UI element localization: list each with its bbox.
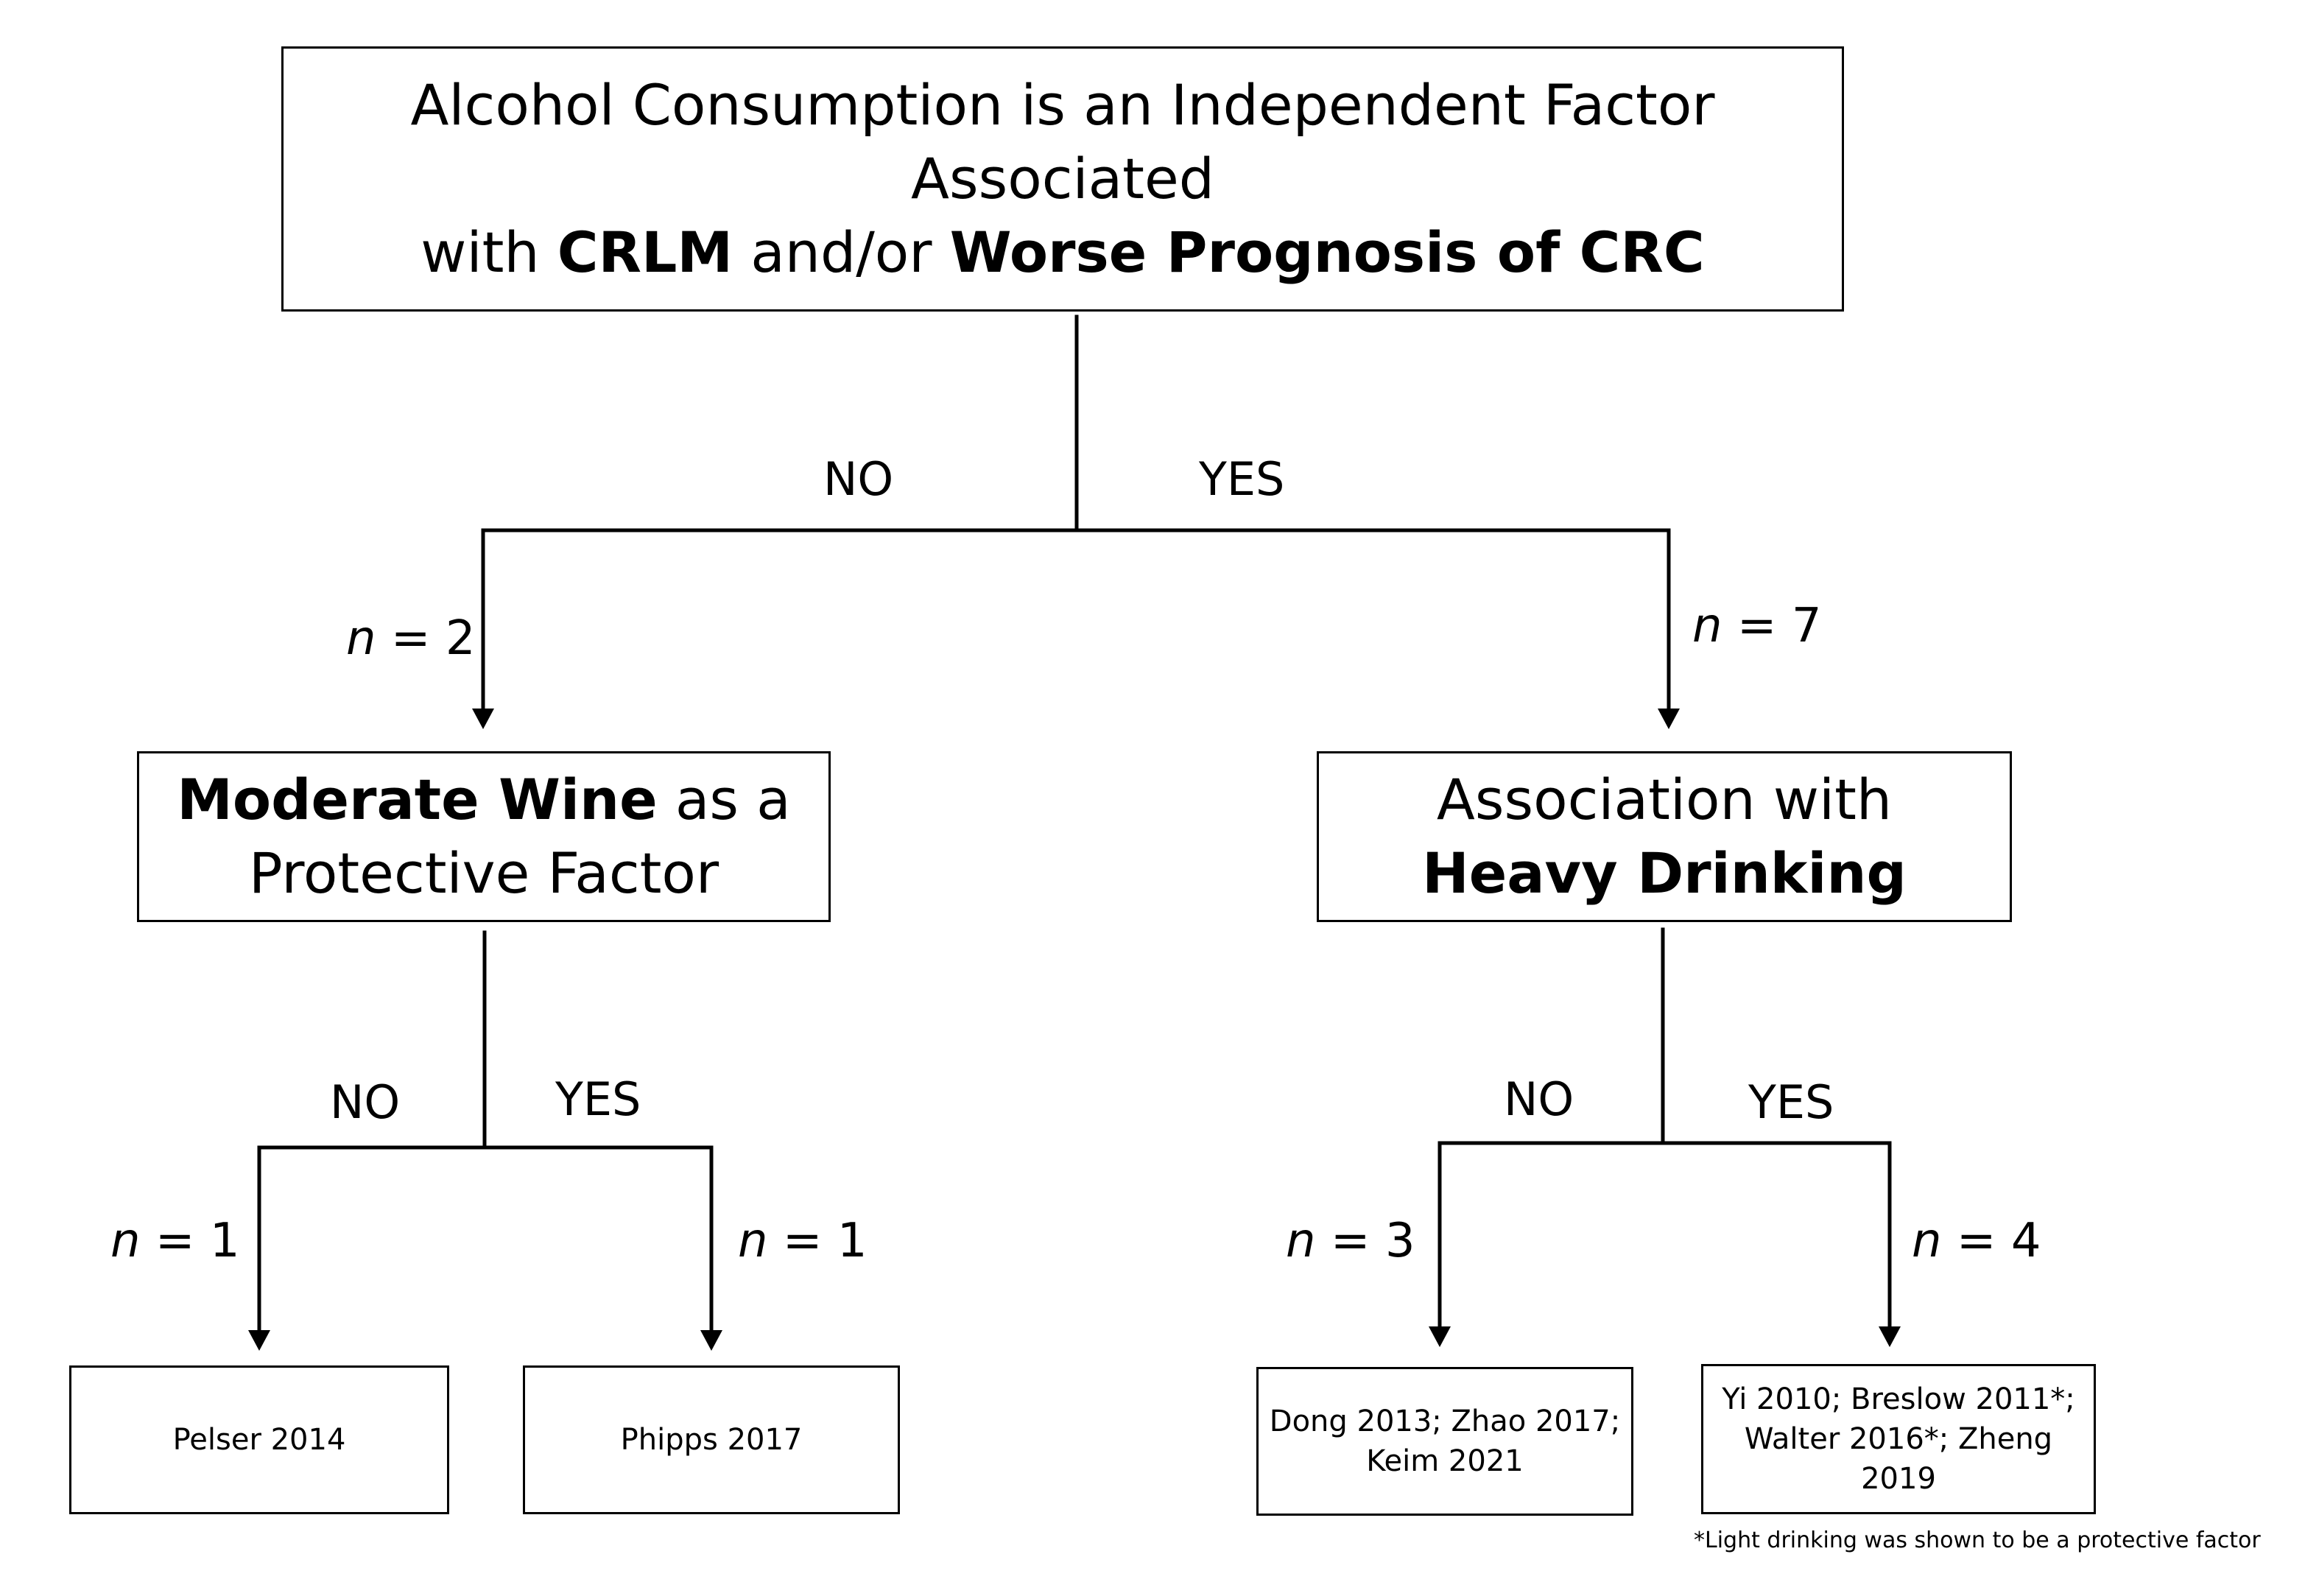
root-worse-prognosis-term: Worse Prognosis of CRC — [949, 219, 1705, 285]
right-split-yes-label: YES — [1748, 1075, 1834, 1129]
leaf-yi-count-var: n — [1912, 1214, 1942, 1268]
left-node-count-value: = 2 — [376, 611, 476, 666]
arrowhead-leaf-pelser — [248, 1330, 270, 1351]
heavy-drinking-node: Association with Heavy Drinking — [1317, 751, 2012, 922]
right-node-count-var: n — [1692, 599, 1722, 653]
left-node-count: n = 2 — [346, 613, 476, 664]
arrowhead-left-node — [472, 709, 494, 729]
right-node-count: n = 7 — [1692, 600, 1822, 652]
moderate-wine-node: Moderate Wine as a Protective Factor — [137, 751, 831, 922]
leaf-dong-zhao-keim: Dong 2013; Zhao 2017; Keim 2021 — [1256, 1367, 1633, 1516]
arrowhead-leaf-dong — [1429, 1326, 1451, 1347]
root-line-2-connector: and/or — [733, 219, 950, 285]
arrowhead-right-node — [1658, 709, 1680, 729]
leaf-yi-line-2: Walter 2016*; Zheng 2019 — [1744, 1422, 2053, 1496]
leaf-yi-line-1: Yi 2010; Breslow 2011*; — [1722, 1382, 2075, 1416]
leaf-phipps-count: n = 1 — [738, 1215, 868, 1267]
right-node-count-value: = 7 — [1722, 599, 1822, 653]
leaf-yi-count-value: = 4 — [1941, 1214, 2041, 1268]
leaf-dong-line-1: Dong 2013; Zhao 2017; — [1269, 1405, 1621, 1438]
leaf-pelser-text: Pelser 2014 — [172, 1423, 346, 1457]
leaf-dong-count: n = 3 — [1286, 1215, 1415, 1267]
root-line-1: Alcohol Consumption is an Independent Fa… — [410, 72, 1715, 211]
root-line-2-prefix: with — [420, 219, 557, 285]
root-line-2: with CRLM and/or Worse Prognosis of CRC — [420, 216, 1704, 289]
split1-no-label: NO — [823, 452, 894, 506]
leaf-yi-count: n = 4 — [1912, 1215, 2041, 1267]
left-split-no-label: NO — [330, 1075, 401, 1129]
leaf-phipps-text: Phipps 2017 — [620, 1423, 803, 1457]
root-crlm-term: CRLM — [557, 219, 733, 285]
leaf-yi-breslow-walter-zheng: Yi 2010; Breslow 2011*; Walter 2016*; Zh… — [1701, 1364, 2096, 1514]
moderate-wine-line-2: Protective Factor — [248, 840, 719, 906]
footnote: *Light drinking was shown to be a protec… — [1694, 1528, 2261, 1553]
left-node-count-var: n — [346, 611, 376, 666]
moderate-wine-line-1: Moderate Wine as a — [177, 763, 790, 837]
leaf-phipps: Phipps 2017 — [523, 1365, 900, 1514]
heavy-drinking-term: Heavy Drinking — [1422, 840, 1907, 906]
right-split-no-label: NO — [1504, 1072, 1574, 1126]
leaf-dong-count-var: n — [1286, 1214, 1316, 1268]
leaf-pelser: Pelser 2014 — [69, 1365, 449, 1514]
arrowhead-leaf-phipps — [700, 1330, 722, 1351]
leaf-pelser-count: n = 1 — [110, 1215, 240, 1267]
moderate-wine-line-1-rest: as a — [657, 767, 791, 832]
leaf-pelser-count-value: = 1 — [140, 1214, 240, 1268]
heavy-drinking-line-1: Association with — [1436, 767, 1893, 832]
arrowhead-leaf-yi — [1879, 1326, 1901, 1347]
split1-yes-label: YES — [1199, 452, 1285, 506]
leaf-dong-line-2: Keim 2021 — [1366, 1444, 1524, 1478]
leaf-pelser-count-var: n — [110, 1214, 141, 1268]
leaf-phipps-count-value: = 1 — [767, 1214, 868, 1268]
moderate-wine-term: Moderate Wine — [177, 767, 658, 832]
left-split-yes-label: YES — [555, 1072, 641, 1126]
leaf-dong-count-value: = 3 — [1315, 1214, 1415, 1268]
leaf-phipps-count-var: n — [738, 1214, 768, 1268]
root-node: Alcohol Consumption is an Independent Fa… — [281, 46, 1844, 312]
